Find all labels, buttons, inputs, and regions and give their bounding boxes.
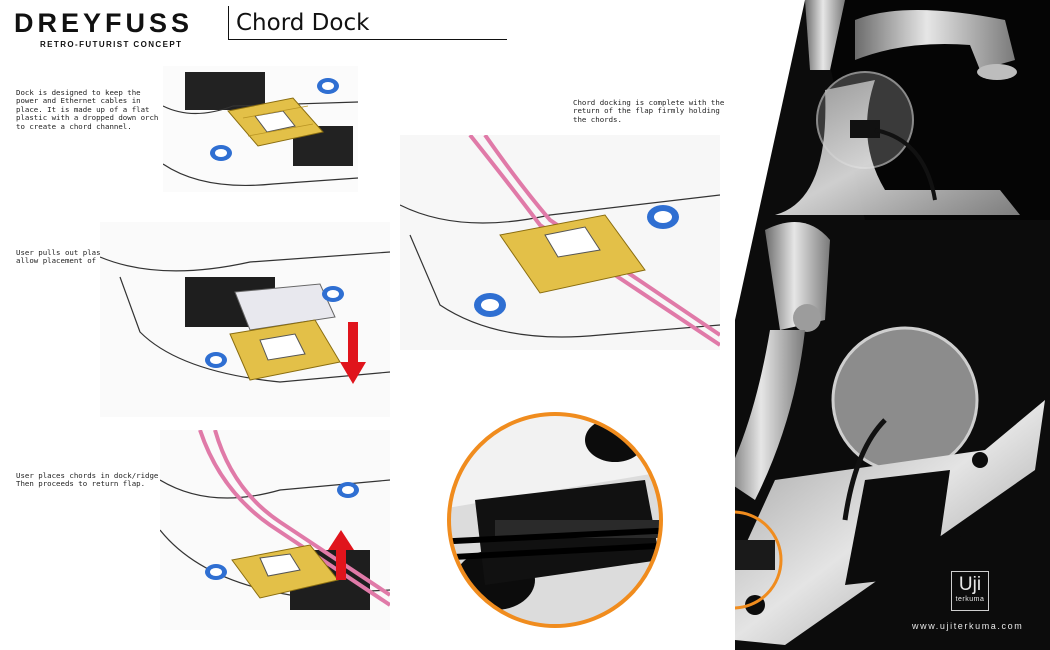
dock-bracket	[234, 283, 336, 331]
note-docking-complete: Chord docking is complete with the retur…	[573, 98, 725, 124]
dock-clip	[735, 540, 775, 570]
callout-circle	[447, 412, 663, 628]
cable-pink	[483, 135, 720, 337]
cable-pink	[468, 135, 720, 347]
cable	[449, 527, 661, 545]
cable-pink	[198, 430, 390, 607]
sketch-dock-closed	[163, 66, 358, 192]
faucet-spout	[805, 0, 845, 70]
sketch-shadow-block	[185, 72, 265, 110]
arrow-up-icon	[328, 530, 354, 580]
website-url: www.ujiterkuma.com	[912, 621, 1024, 631]
metal-base	[775, 80, 1020, 215]
dock-disc	[831, 326, 979, 474]
brand-wordmark: DREYFUSS	[14, 8, 194, 38]
dock-window	[259, 553, 301, 577]
sketch-docking-complete	[400, 135, 720, 350]
faucet-head	[765, 222, 830, 330]
product-render-panel	[735, 0, 1050, 650]
arrow-down-icon	[340, 322, 366, 384]
faucet-arm	[855, 10, 1015, 70]
cable	[874, 128, 937, 201]
title-rule	[228, 6, 507, 40]
callout-circle	[735, 510, 783, 610]
spray-head	[793, 304, 821, 332]
brand-subtitle: RETRO-FUTURIST CONCEPT	[40, 40, 183, 49]
dock-window	[544, 226, 601, 258]
cable-plug	[850, 120, 880, 138]
sketch-place-chords	[160, 430, 390, 630]
plate-cutout	[845, 470, 950, 585]
page-title: Chord Dock	[236, 10, 370, 36]
cable	[842, 418, 887, 521]
note-place-chords: User places chords in dock/ridge. Then p…	[16, 471, 163, 489]
sketch-pull-flap	[100, 222, 390, 417]
detail-callout	[447, 412, 663, 628]
faucet-neck	[735, 330, 805, 500]
cable-pink	[213, 430, 390, 597]
aerator	[977, 64, 1017, 80]
note-dock-description: Dock is designed to keep the power and E…	[16, 88, 159, 131]
cable	[449, 542, 661, 561]
dock-window	[259, 333, 306, 361]
uji-logo: Uji terkuma	[951, 571, 989, 611]
